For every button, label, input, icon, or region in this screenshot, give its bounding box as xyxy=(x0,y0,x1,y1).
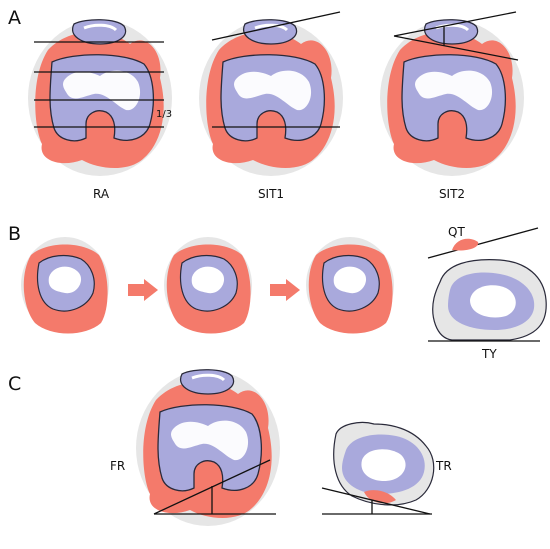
ty-schematic xyxy=(428,259,547,342)
knee-b3 xyxy=(305,236,395,335)
knee-sit1 xyxy=(197,18,345,178)
caption-sit1: SIT1 xyxy=(258,187,284,201)
arrow-b2 xyxy=(270,279,300,301)
caption-ra: RA xyxy=(93,187,110,201)
ra-annotation: 1/3 xyxy=(156,109,172,120)
panel-c-label: C xyxy=(8,373,21,395)
arrow-b1 xyxy=(128,279,158,301)
caption-sit2: SIT2 xyxy=(439,187,465,201)
knee-fr xyxy=(134,368,282,528)
caption-tr: TR xyxy=(435,459,452,473)
sit2-lines xyxy=(393,11,519,61)
caption-qt: QT xyxy=(448,225,465,239)
knee-sit2 xyxy=(378,18,526,178)
ra-cut-lines xyxy=(34,41,164,128)
qt-schematic xyxy=(427,227,539,259)
panel-a-label: A xyxy=(8,7,21,29)
knee-b1 xyxy=(20,236,110,335)
sit1-lines xyxy=(211,11,341,128)
fr-lines xyxy=(153,459,276,515)
tr-schematic xyxy=(321,421,435,515)
panel-b-label: B xyxy=(8,223,21,245)
knee-ra xyxy=(26,18,174,178)
caption-ty: TY xyxy=(481,347,497,361)
caption-fr: FR xyxy=(110,459,125,473)
knee-b2 xyxy=(163,236,253,335)
